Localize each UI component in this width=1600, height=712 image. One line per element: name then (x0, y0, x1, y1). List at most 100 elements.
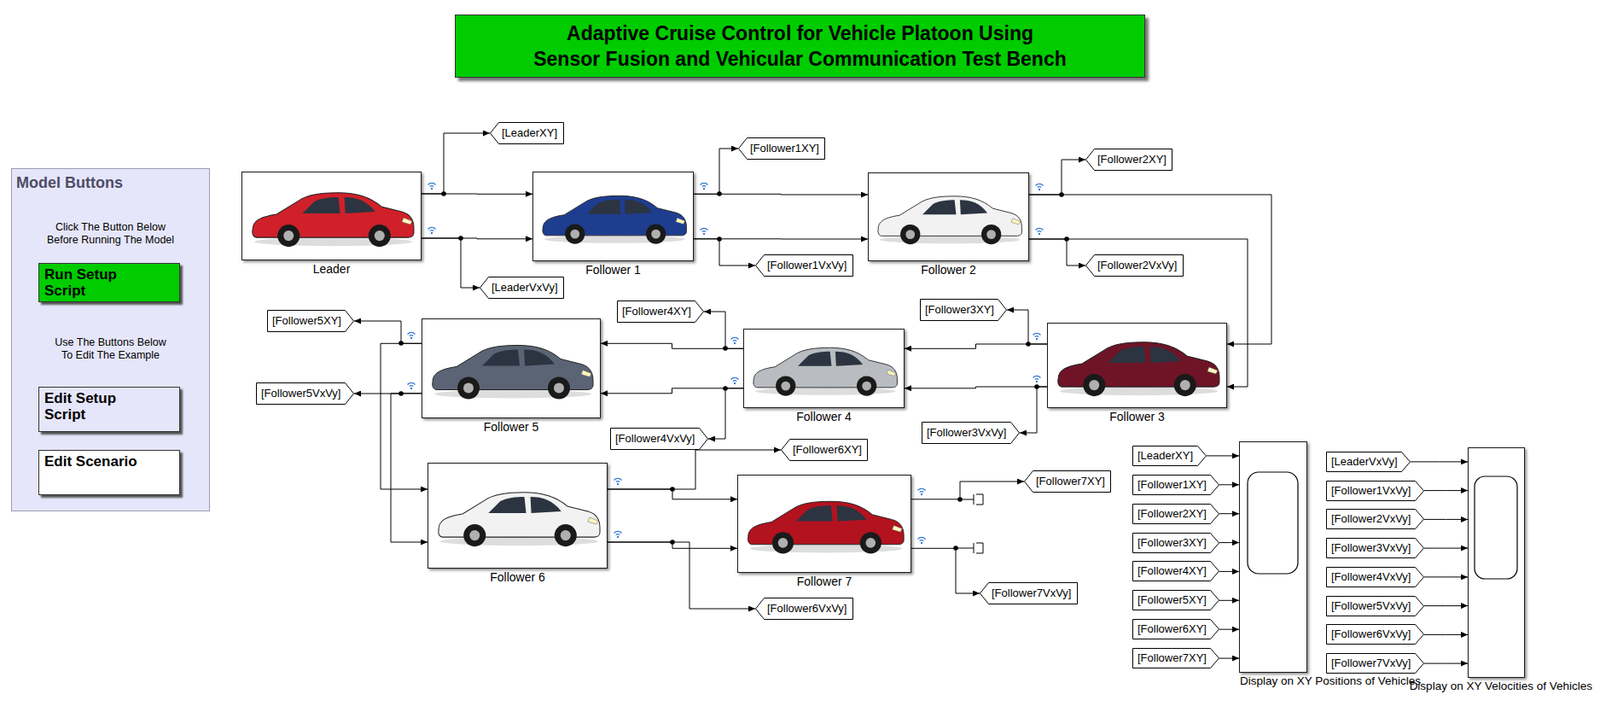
block-name: Follower 2 (920, 262, 977, 277)
goto-shape (1133, 474, 1220, 495)
goto-tag: [Follower3XY] (919, 298, 1007, 321)
signal-tag: [Follower5XY] (1137, 589, 1208, 611)
wireless-icon (614, 530, 623, 538)
goto-tag: [LeaderVxVy] (1326, 451, 1411, 472)
goto-tag: [Follower5XY] (267, 309, 355, 332)
scope-block: Display on XY Velocities of Vehicles (1467, 447, 1525, 678)
signal-line (1410, 460, 1468, 462)
wireless-icon (1035, 183, 1044, 191)
signal-tag: [LeaderXY] (501, 122, 559, 145)
goto-shape (1326, 653, 1425, 674)
signal-line (1219, 657, 1240, 659)
block-name: Display on XY Positions of Vehicles (1239, 674, 1421, 687)
signal-tag: [Follower4XY] (622, 300, 693, 323)
goto-shape (1326, 566, 1425, 587)
button-label: Run Setup Script (44, 266, 152, 299)
signal-line (904, 386, 1048, 389)
wireless-icon (428, 226, 437, 234)
goto-tag: [Follower6VxVy] (1326, 623, 1425, 645)
button-label: Edit Scenario (44, 453, 152, 470)
car-picture (432, 345, 594, 400)
signal-tag: [Follower1VxVy] (1331, 480, 1413, 501)
signal-line (693, 193, 868, 196)
goto-shape (1326, 624, 1425, 645)
block-name: Follower 4 (796, 409, 852, 424)
goto-shape (1326, 595, 1425, 616)
panel-note: Use The Buttons Below To Edit The Exampl… (27, 336, 194, 362)
goto-tag: [Follower2XY] (1132, 503, 1220, 524)
signal-line (708, 388, 744, 439)
wireless-icon (428, 182, 437, 190)
signal-tag: [LeaderVxVy] (491, 276, 559, 299)
block-name: Follower 1 (585, 262, 641, 277)
scope-screen (1247, 471, 1298, 574)
signal-line (693, 238, 868, 239)
block-name: Follower 6 (489, 570, 546, 584)
goto-tag: [Follower2VxVy] (1326, 508, 1425, 530)
goto-tag: [Follower1XY] (1132, 474, 1220, 495)
goto-shape (1133, 648, 1220, 669)
goto-shape (267, 310, 355, 332)
signal-tag: [Follower4XY] (1137, 560, 1208, 582)
signal-line (693, 238, 756, 266)
signal-tag: [Follower4VxVy] (1331, 566, 1413, 588)
scope-screen (1474, 476, 1518, 579)
car-picture (753, 347, 897, 396)
scope-block: Display on XY Positions of Vehicles (1239, 441, 1308, 673)
signal-tag: [Follower5VxVy] (1331, 595, 1413, 617)
signal-line (693, 148, 739, 194)
signal-tag: [Follower5VxVy] (261, 382, 343, 405)
signal-line (1029, 238, 1086, 266)
model-button: Edit Scenario (38, 449, 181, 495)
signal-line (1219, 599, 1240, 601)
wireless-icon (700, 182, 709, 190)
block-name: Leader (313, 261, 351, 276)
goto-shape (1133, 590, 1220, 611)
goto-tag: [Follower5VxVy] (1326, 595, 1425, 617)
signal-line (1424, 489, 1468, 491)
signal-line (1029, 159, 1086, 195)
signal-line (911, 547, 980, 594)
terminator-symbol (955, 542, 984, 553)
car-picture (438, 492, 600, 547)
model-button: Edit Setup Script (38, 386, 181, 432)
signal-line (1006, 309, 1048, 344)
button-label: Edit Setup Script (44, 389, 152, 423)
vehicle-block: Follower 3 (1047, 322, 1228, 408)
goto-tag: [Follower4XY] (1132, 560, 1220, 582)
signal-line (421, 133, 490, 194)
signal-tag: [Follower1VxVy] (767, 254, 849, 277)
goto-shape (1086, 149, 1173, 171)
goto-shape (480, 277, 565, 299)
car-picture (878, 196, 1022, 245)
goto-shape (256, 383, 355, 405)
signal-line (1424, 547, 1468, 549)
goto-shape (490, 122, 565, 145)
goto-shape (1024, 471, 1112, 493)
signal-line (600, 388, 744, 394)
goto-tag: [Follower5VxVy] (256, 382, 355, 405)
goto-shape (1326, 451, 1411, 472)
goto-shape (1326, 480, 1425, 501)
goto-tag: [Follower4VxVy] (1326, 566, 1425, 588)
signal-tag: [Follower5XY] (272, 309, 343, 332)
signal-tag: [Follower7VxVy] (1331, 652, 1413, 674)
signal-tag: [Follower6VxVy] (767, 597, 849, 620)
wireless-icon (918, 488, 926, 495)
goto-shape (1133, 445, 1207, 466)
goto-shape (610, 428, 709, 450)
signal-line (1029, 238, 1248, 387)
goto-tag: [Follower3VxVy] (1326, 537, 1425, 559)
signal-tag: [Follower1XY] (1137, 474, 1208, 495)
wireless-icon (731, 337, 739, 344)
signal-line (354, 320, 422, 344)
panel-note: Click The Button Below Before Running Th… (27, 221, 194, 247)
goto-tag: [Follower7VxVy] (1326, 652, 1425, 674)
signal-line (1424, 663, 1468, 664)
signal-line (1424, 605, 1468, 606)
panel-heading: Model Buttons (16, 173, 210, 192)
signal-line (600, 343, 744, 349)
goto-shape (1133, 561, 1220, 582)
car-picture (252, 192, 414, 247)
goto-tag: [Follower7XY] (1024, 470, 1112, 493)
